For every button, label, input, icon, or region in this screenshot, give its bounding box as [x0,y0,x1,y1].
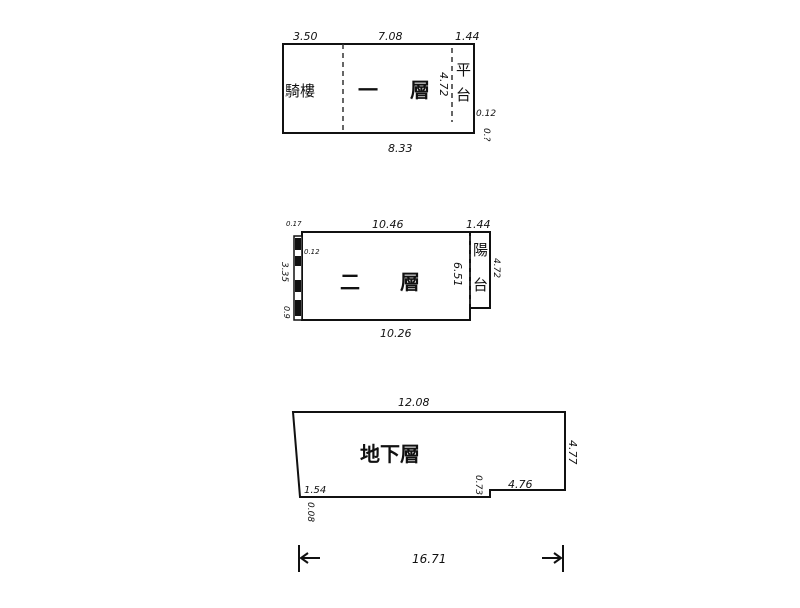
basement-outline [291,411,566,498]
dim-small: 0.? [481,128,491,142]
floor-2-label-a: 二 [340,270,360,294]
dim-top: 10.46 [372,218,404,231]
basement-label: 地下層 [360,442,420,466]
dim-bottom-2: 10.26 [380,327,412,340]
dim-depth-2: 6.51 [451,262,464,287]
dim-left-offset: 0.12 [304,248,320,256]
dim-step: 0.73 [473,475,483,495]
floor-1-plan: 3.50 7.08 1.44 騎樓 一 層 4.72 平 台 0.12 0.? … [282,30,496,155]
dim-depth: 4.72 [437,72,450,97]
dim-step-width: 4.76 [508,478,533,491]
dim-arcade: 3.50 [293,30,318,43]
floor-1-label-a: 一 [358,78,378,102]
dim-platform: 1.44 [455,30,480,43]
floor-2-plan: 10.46 1.44 二 層 6.51 陽 台 4.72 10.26 3.35 … [279,218,501,340]
floor-1-label-b: 層 [410,78,430,102]
dim-left: 3.35 [279,262,289,282]
dim-left-bottom-b: 1.54 [304,485,326,496]
floor-2-label-b: 層 [400,270,420,294]
dim-balcony: 1.44 [466,218,491,231]
dim-right-b: 4.77 [566,440,579,465]
total-width-dimension: 16.71 [298,545,564,572]
left-wall-strip [293,235,303,321]
dim-left-bottom: 0.9 [282,306,291,319]
balcony-outline [470,231,491,309]
balcony-label-a: 陽 [473,241,488,259]
dim-offset: 0.12 [476,109,496,119]
platform-label-a: 平 [456,61,471,79]
dim-top-b: 12.08 [398,396,430,409]
floor-2-outline [301,231,471,321]
dim-corner: 0.08 [305,502,315,522]
dim-bottom: 8.33 [388,142,413,155]
dim-balcony-depth: 4.72 [491,258,501,278]
basement-plan: 12.08 地下層 4.77 0.73 4.76 1.54 0.08 16.71 [291,396,579,572]
dim-total: 16.71 [412,552,446,566]
platform-label-b: 台 [456,86,471,104]
dim-main: 7.08 [378,30,403,43]
floor-1-outline [282,43,475,134]
arcade-label: 騎樓 [285,82,315,100]
balcony-label-b: 台 [473,276,488,294]
dim-left-top: 0.17 [286,220,302,228]
